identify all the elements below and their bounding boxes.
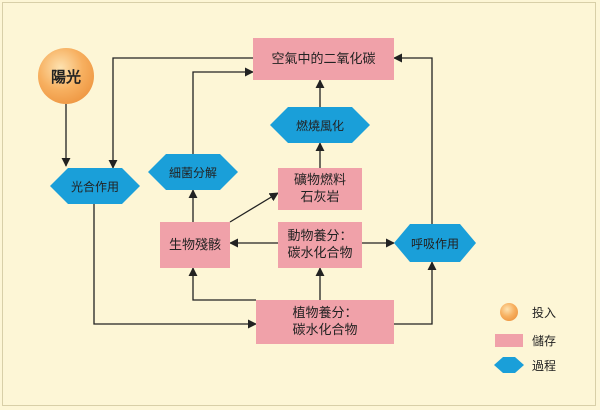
fossil-fuel-node: 礦物燃料 石灰岩: [278, 168, 362, 210]
legend-process: 過程: [494, 355, 556, 375]
remains-label: 生物殘骸: [168, 237, 221, 253]
respiration-label: 呼吸作用: [410, 236, 459, 251]
legend-process-label: 過程: [532, 358, 557, 373]
co2-node: 空氣中的二氧化碳: [253, 38, 394, 80]
legend-storage-label: 儲存: [532, 333, 557, 348]
arrow-remains-to-fossil: [229, 192, 279, 223]
plant-nutrient-line-1: 植物養分：: [292, 306, 358, 321]
diamond-icon: [494, 355, 524, 375]
animal-nutrient-line-2: 碳水化合物: [287, 246, 353, 261]
decomposition-node: 細菌分解: [148, 154, 238, 190]
arrow-plant-to-remains: [188, 267, 256, 301]
sunlight-label: 陽光: [50, 67, 81, 86]
fossil-fuel-line-1: 礦物燃料: [293, 173, 346, 188]
animal-nutrient-node: 動物養分： 碳水化合物: [278, 222, 362, 268]
combustion-node: 燃燒風化: [270, 107, 370, 143]
legend-input-label: 投入: [532, 305, 557, 320]
legend-input: 投入: [494, 302, 556, 322]
animal-nutrient-line-1: 動物養分：: [287, 229, 353, 244]
arrow-plant-to-respiration: [394, 261, 437, 325]
diamond-shape: [394, 224, 476, 262]
legend-storage: 儲存: [494, 330, 556, 350]
plant-nutrient-line-2: 碳水化合物: [292, 323, 358, 338]
decomposition-label: 細菌分解: [168, 165, 217, 180]
diamond-shape: [50, 168, 140, 204]
respiration-node: 呼吸作用: [394, 224, 476, 262]
sunlight-node: 陽光: [38, 48, 94, 104]
fossil-fuel-line-2: 石灰岩: [300, 190, 340, 205]
co2-label: 空氣中的二氧化碳: [271, 51, 376, 67]
combustion-label: 燃燒風化: [295, 118, 344, 133]
arrow-co2-to-photosynthesis: [108, 57, 253, 169]
photosynthesis-label: 光合作用: [70, 179, 119, 194]
plant-nutrient-node: 植物養分： 碳水化合物: [256, 300, 394, 344]
diamond-shape: [148, 154, 238, 190]
arrow-decomposition-to-co2: [192, 67, 254, 154]
photosynthesis-node: 光合作用: [50, 168, 140, 204]
arrow-respiration-to-co2: [393, 53, 433, 224]
diagram-frame: [2, 2, 596, 406]
diamond-shape: [270, 107, 370, 143]
rect-icon: [494, 330, 524, 350]
circle-icon: [494, 302, 524, 322]
remains-node: 生物殘骸: [160, 222, 230, 268]
arrow-photosynthesis-to-plant: [93, 200, 257, 329]
